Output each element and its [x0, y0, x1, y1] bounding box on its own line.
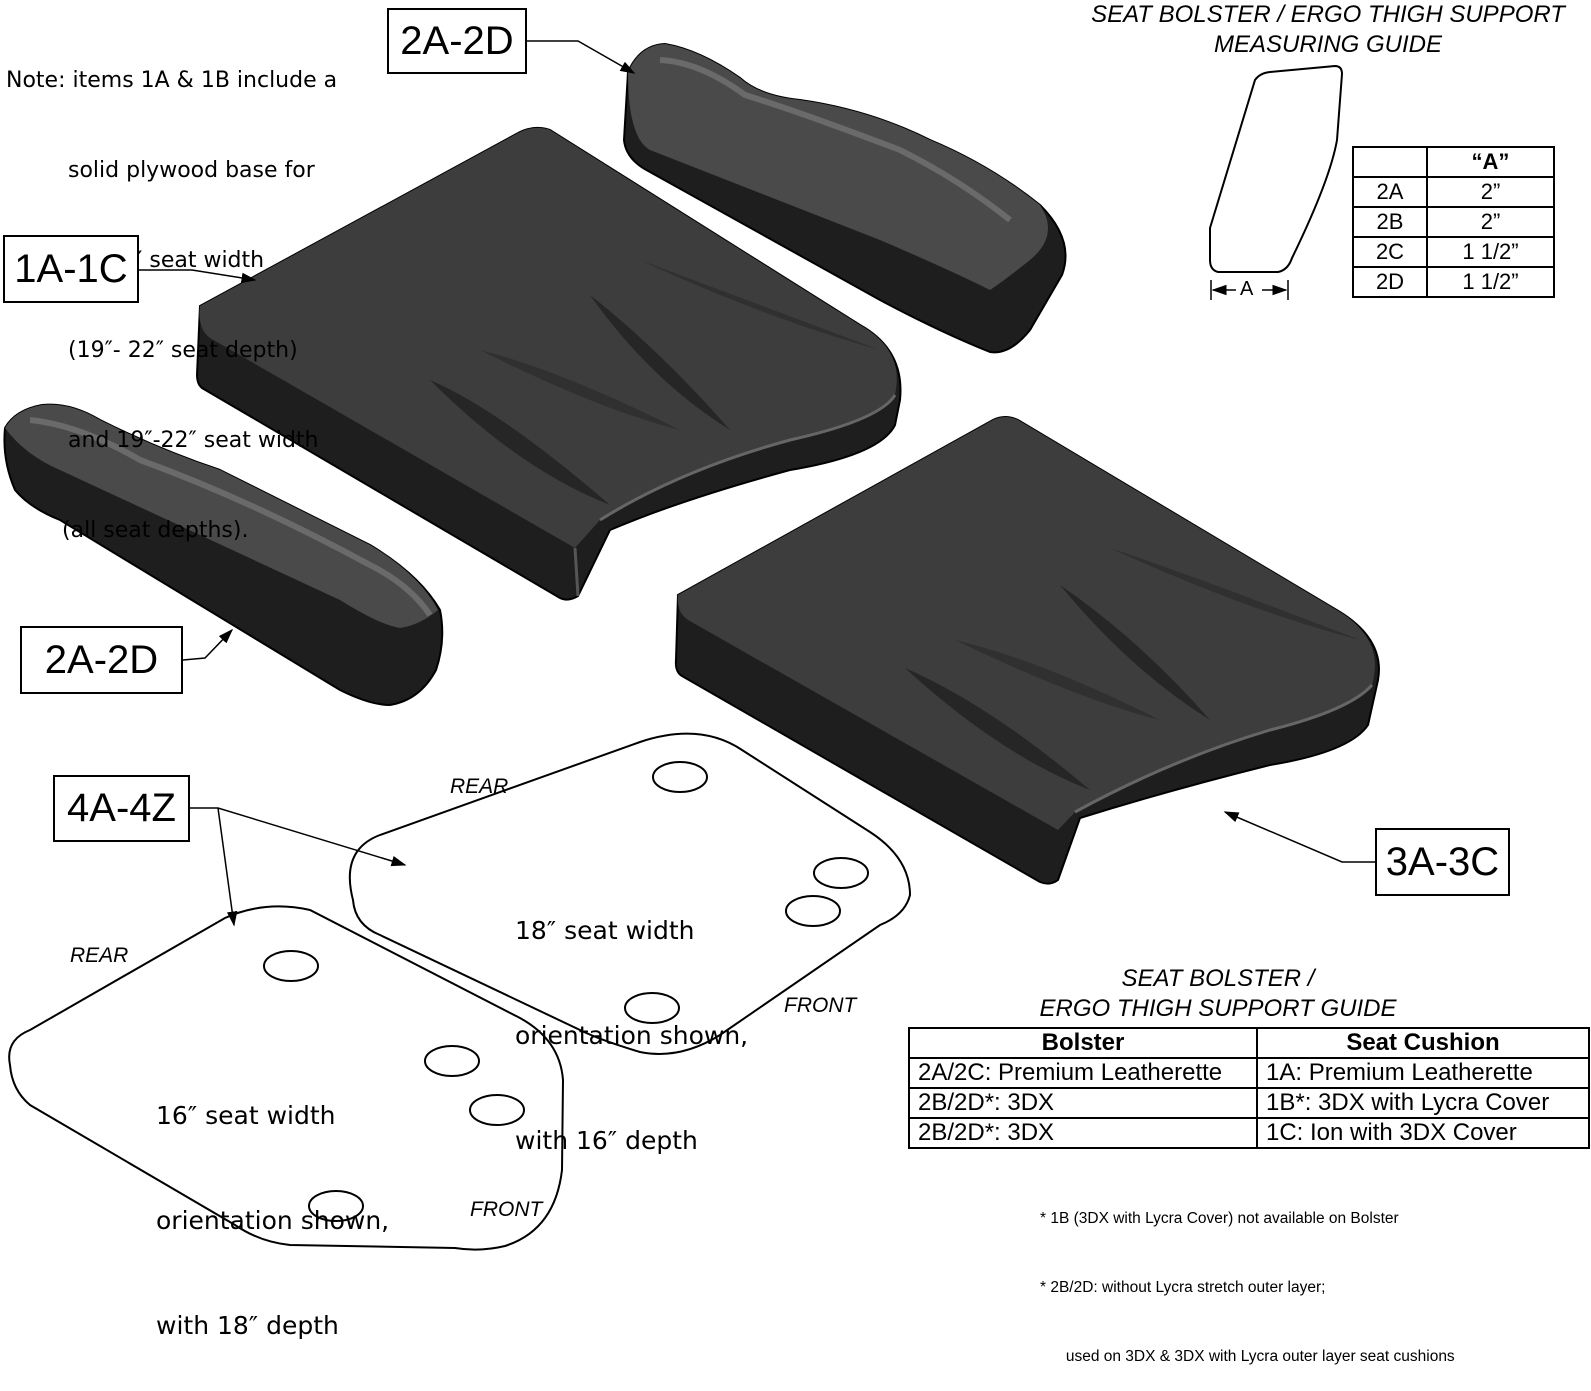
measuring-table-value: 2” [1426, 176, 1555, 208]
seat-cushion-3a-3c [674, 416, 1380, 885]
measuring-table-item: 2A [1352, 176, 1428, 208]
plate-18-line: 18″ seat width [515, 916, 695, 945]
footnote-line: * 1B (3DX with Lycra Cover) not availabl… [1040, 1210, 1399, 1227]
bolster-top [622, 42, 1067, 354]
footnote-line: used on 3DX & 3DX with Lycra outer layer… [1040, 1348, 1455, 1365]
measuring-table-item: 2D [1352, 266, 1428, 298]
plate-16-rear-label: REAR [70, 944, 129, 967]
plate-16-hole [263, 950, 319, 982]
plate-18-seat-width [348, 732, 912, 1055]
support-guide-cell: 2B/2D*: 3DX [908, 1117, 1258, 1149]
plate-16-hole [424, 1045, 480, 1077]
support-guide-title: SEAT BOLSTER / ERGO THIGH SUPPORT GUIDE [908, 964, 1528, 1024]
callout-plates-4a-4z: 4A-4Z [53, 775, 190, 842]
plate-18-line: with 16″ depth [515, 1126, 698, 1155]
note-text: Note: items 1A & 1B include a solid plyw… [6, 6, 337, 576]
plate-16-line: orientation shown, [156, 1206, 390, 1235]
plate-16-hole [469, 1094, 525, 1126]
measuring-guide-title-line: MEASURING GUIDE [1213, 31, 1443, 58]
note-line: (all seat depths). [62, 518, 249, 543]
callout-seat-3a-3c: 3A-3C [1375, 828, 1510, 896]
plate-18-front-label: FRONT [784, 994, 857, 1017]
measuring-table-header: “A” [1426, 146, 1555, 178]
support-guide-header-cushion: Seat Cushion [1256, 1027, 1590, 1059]
measuring-table-corner [1352, 146, 1428, 178]
measuring-table-item: 2C [1352, 236, 1428, 268]
leader-lines [139, 40, 1375, 927]
parts-illustration [3, 40, 1380, 1251]
measuring-table-value: 1 1/2” [1426, 236, 1555, 268]
support-guide-cell: 2A/2C: Premium Leatherette [908, 1057, 1258, 1089]
callout-bolster-top: 2A-2D [387, 8, 527, 74]
measuring-table-value: 2” [1426, 206, 1555, 238]
measuring-table-item: 2B [1352, 206, 1428, 238]
callout-seat-1a-1c: 1A-1C [3, 235, 139, 303]
plate-16-front-label: FRONT [470, 1198, 543, 1221]
bolster-profile-outline [1209, 64, 1344, 300]
measuring-guide-title-line: SEAT BOLSTER / ERGO THIGH SUPPORT [1091, 1, 1565, 28]
plate-16-hole [308, 1190, 364, 1222]
plate-16-line: with 18″ depth [156, 1311, 339, 1340]
note-line: and 19″-22″ seat width [68, 428, 319, 453]
note-line: Note: items 1A & 1B include a [6, 68, 338, 93]
callout-bolster-bottom: 2A-2D [20, 626, 183, 694]
plate-18-hole [785, 895, 841, 927]
seat-cushion-1a-1c [195, 126, 902, 601]
support-guide-cell: 1A: Premium Leatherette [1256, 1057, 1590, 1089]
dimension-a-label: A [1240, 278, 1254, 300]
support-guide-cell: 1B*: 3DX with Lycra Cover [1256, 1087, 1590, 1119]
plate-16-description: 16″ seat width orientation shown, with 1… [156, 1028, 389, 1378]
plate-18-hole [624, 992, 680, 1024]
plate-18-line: orientation shown, [515, 1021, 749, 1050]
support-guide-cell: 1C: Ion with 3DX Cover [1256, 1117, 1590, 1149]
measuring-table: “A” 2A 2” 2B 2” 2C 1 1/2” 2D 1 1/2” [1352, 146, 1555, 298]
support-guide-title-line: SEAT BOLSTER / [1121, 965, 1315, 992]
support-guide-title-line: ERGO THIGH SUPPORT GUIDE [1039, 995, 1397, 1022]
plate-18-description: 18″ seat width orientation shown, with 1… [515, 843, 748, 1193]
footnote-line: * 2B/2D: without Lycra stretch outer lay… [1040, 1279, 1326, 1296]
support-guide-header-bolster: Bolster [908, 1027, 1258, 1059]
plate-18-hole [652, 761, 708, 793]
measuring-guide-title: SEAT BOLSTER / ERGO THIGH SUPPORT MEASUR… [1068, 0, 1588, 60]
support-guide-footnotes: * 1B (3DX with Lycra Cover) not availabl… [1040, 1161, 1455, 1391]
measuring-table-value: 1 1/2” [1426, 266, 1555, 298]
support-guide-cell: 2B/2D*: 3DX [908, 1087, 1258, 1119]
note-line: (19″- 22″ seat depth) [68, 338, 298, 363]
plate-18-rear-label: REAR [450, 775, 509, 798]
support-guide-table: Bolster Seat Cushion 2A/2C: Premium Leat… [908, 1027, 1590, 1149]
plate-18-hole [813, 857, 869, 889]
bolster-bottom [3, 403, 444, 707]
plate-16-line: 16″ seat width [156, 1101, 336, 1130]
plate-16-seat-width [8, 905, 565, 1251]
note-line: solid plywood base for [68, 158, 315, 183]
